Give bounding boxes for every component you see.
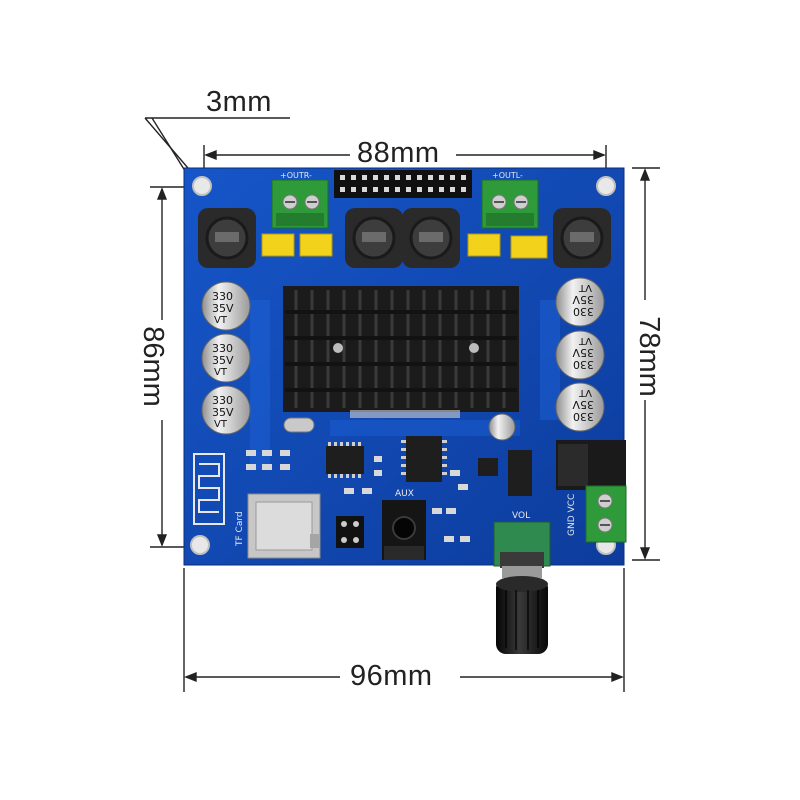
small-pin-header [336,516,364,548]
dimension-lines [144,117,660,692]
svg-text:35V: 35V [572,346,594,359]
electrolytic-capacitors-left: 330 35V VT 330 35V VT 330 35V VT [201,281,251,435]
svg-text:VT: VT [578,335,592,346]
tf-card-label: TF Card [235,511,245,547]
crystal-oscillator [283,417,315,433]
svg-text:VT: VT [578,282,592,293]
svg-text:VT: VT [578,387,592,398]
film-capacitors [261,233,548,259]
svg-text:330: 330 [212,394,233,407]
svg-text:VT: VT [214,419,228,430]
svg-text:330: 330 [212,290,233,303]
tf-card-slot [247,493,321,559]
out-right-label: +OUTL- [492,171,523,180]
heatsink [283,286,519,412]
bluetooth-antenna [193,453,225,525]
svg-text:330: 330 [212,342,233,355]
svg-text:330: 330 [573,410,594,423]
hole-spacing-width-label: 88mm [357,137,440,169]
inductors [198,208,611,268]
output-terminal-right [481,179,539,229]
svg-text:330: 330 [573,305,594,318]
volume-potentiometer [493,521,551,654]
output-terminal-left [271,179,329,229]
power-label: GND VCC [567,494,577,536]
small-electrolytic-capacitor [488,413,516,441]
aux-label: AUX [395,489,414,499]
out-left-label: +OUTR- [280,171,312,180]
svg-text:35V: 35V [212,406,234,419]
svg-text:35V: 35V [212,302,234,315]
dc-power-jack [556,440,626,490]
svg-text:35V: 35V [572,293,594,306]
board-width-label: 96mm [350,660,433,692]
power-terminal [585,485,627,543]
svg-text:VT: VT [214,315,228,326]
svg-text:35V: 35V [572,398,594,411]
integrated-circuits [326,436,532,496]
svg-text:VT: VT [214,367,228,378]
electrolytic-capacitors-right: 330 35V VT 330 35V VT 330 35V VT [555,277,605,432]
hole-offset-label: 3mm [206,86,272,118]
svg-text:35V: 35V [212,354,234,367]
pin-header [334,170,472,198]
smd-components [246,410,470,542]
aux-jack [382,500,426,560]
vol-label: VOL [512,511,530,521]
svg-text:330: 330 [573,358,594,371]
